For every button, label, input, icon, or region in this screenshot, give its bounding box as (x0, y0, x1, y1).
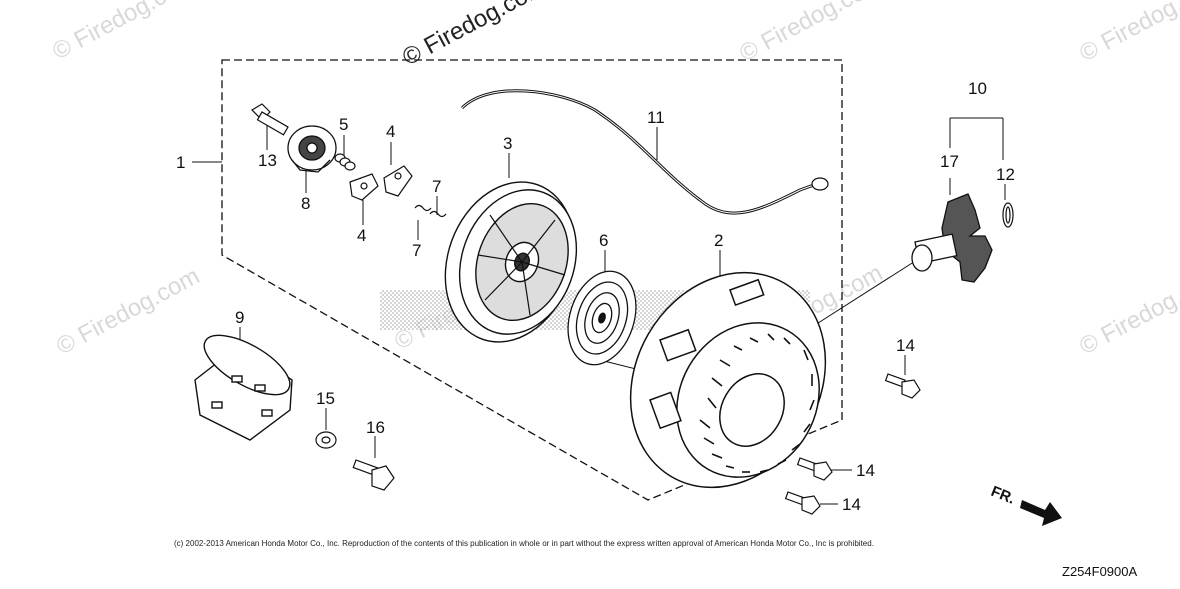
bolt-14-c (784, 491, 821, 515)
spiral-spring-6 (567, 270, 637, 366)
callout-1: 1 (176, 153, 185, 172)
clip-12 (1002, 202, 1014, 228)
direction-arrow: FR. (989, 483, 1062, 526)
watermark: © Firedog.com (735, 0, 887, 67)
diagram-code: Z254F0900A (1062, 564, 1138, 579)
ratchet-pawl-4 (383, 165, 413, 197)
callout-13: 13 (258, 151, 277, 170)
watermark: © Firedog.com (52, 262, 204, 360)
starter-pulley-9 (194, 334, 293, 441)
callout-17: 17 (940, 152, 959, 171)
leader-lines (192, 117, 1006, 505)
spring-5 (334, 153, 356, 171)
callout-12: 12 (996, 165, 1015, 184)
bolt-16 (352, 459, 395, 491)
direction-label: FR. (989, 483, 1018, 508)
callout-3: 3 (503, 134, 512, 153)
callout-10: 10 (968, 79, 987, 98)
rope-knot (811, 177, 829, 191)
callout-16: 16 (366, 418, 385, 437)
callout-7b: 7 (412, 241, 421, 260)
starter-housing-2 (629, 271, 827, 489)
callout-8: 8 (301, 194, 310, 213)
callout-15: 15 (316, 389, 335, 408)
bolt-14-a (884, 373, 921, 399)
ratchet-pawl-4b (349, 173, 379, 201)
callout-11: 11 (647, 108, 665, 127)
callout-14a: 14 (896, 336, 915, 355)
callout-9: 9 (235, 308, 244, 327)
bolt-14-b (796, 457, 833, 481)
callout-4b: 4 (357, 226, 366, 245)
callout-6: 6 (599, 231, 608, 250)
spring-7 (414, 204, 447, 218)
callout-7a: 7 (432, 177, 441, 196)
starter-grip-17 (911, 193, 993, 283)
copyright-notice: (c) 2002-2013 American Honda Motor Co., … (174, 539, 874, 548)
callout-5: 5 (339, 115, 348, 134)
watermark: © Firedog.com (1075, 262, 1180, 360)
washer-15 (315, 431, 337, 449)
callout-14c: 14 (842, 495, 861, 514)
watermark: © Firedog.com (1075, 0, 1180, 67)
callout-4a: 4 (386, 122, 395, 141)
callout-14b: 14 (856, 461, 875, 480)
ratchet-cam-8 (287, 125, 337, 173)
callouts: 1 13 5 4 8 4 7 7 3 11 6 2 10 17 12 14 9 … (176, 79, 1015, 514)
bolt-13 (251, 103, 289, 136)
watermark: © Firedog.com (48, 0, 200, 65)
callout-2: 2 (714, 231, 723, 250)
starter-reel-3 (444, 181, 578, 343)
